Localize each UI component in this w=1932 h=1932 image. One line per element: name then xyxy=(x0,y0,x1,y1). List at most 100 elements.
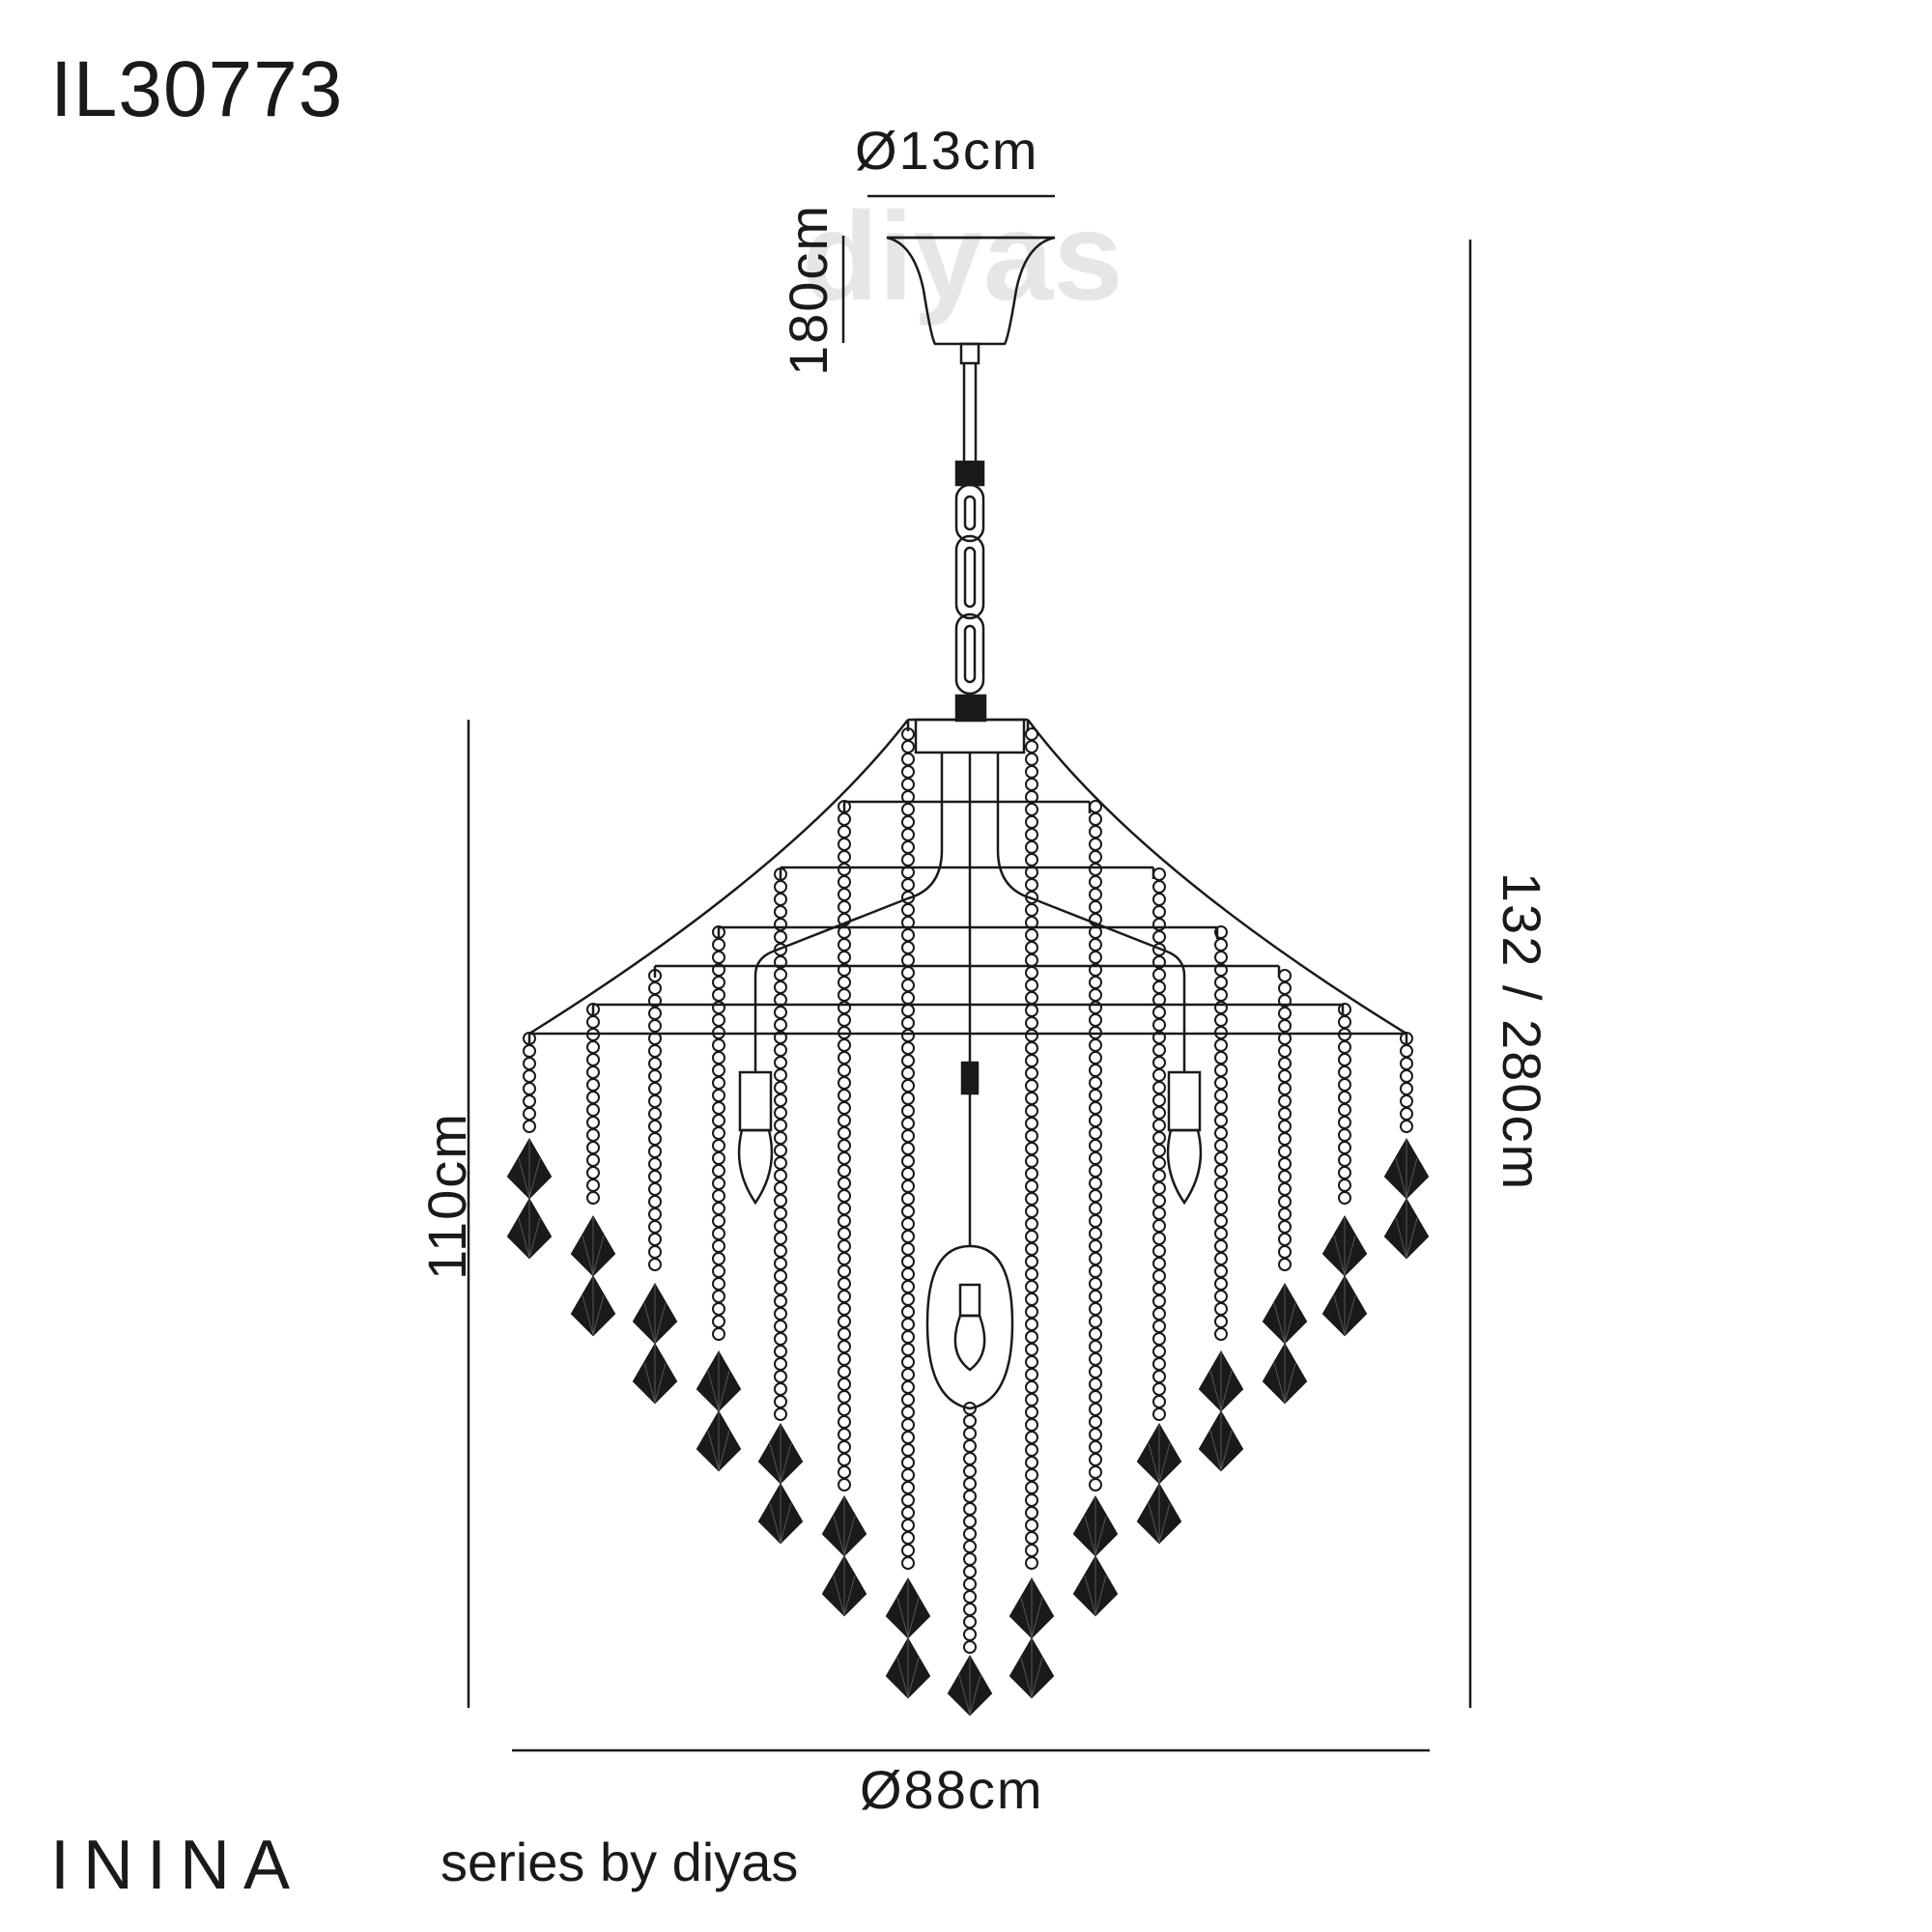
bead xyxy=(1214,1239,1228,1253)
crystal-facet xyxy=(1209,1412,1233,1471)
bead xyxy=(838,988,851,1002)
bead xyxy=(648,1057,662,1070)
bead xyxy=(1338,1166,1351,1179)
bead xyxy=(1025,1079,1038,1093)
chandelier-fixture xyxy=(527,236,1408,1410)
bead xyxy=(1025,1393,1038,1406)
bead-strand xyxy=(1009,727,1055,1699)
bead xyxy=(1214,1302,1228,1316)
bead xyxy=(712,1189,725,1203)
bead xyxy=(774,1395,787,1408)
bead xyxy=(838,1164,851,1178)
bead xyxy=(774,1232,787,1245)
bead xyxy=(901,903,915,917)
bead xyxy=(712,976,725,989)
bead xyxy=(963,1527,977,1541)
bead xyxy=(901,1418,915,1432)
bead xyxy=(586,1166,600,1179)
bead xyxy=(838,1214,851,1228)
bead xyxy=(1089,1365,1102,1378)
bead xyxy=(838,976,851,989)
bead xyxy=(901,1167,915,1180)
bead-strand xyxy=(1321,1003,1368,1337)
bead xyxy=(1089,1465,1102,1479)
bead xyxy=(1152,1181,1166,1195)
bead xyxy=(1025,1054,1038,1067)
bead xyxy=(1089,1151,1102,1165)
bead xyxy=(712,1064,725,1077)
bead xyxy=(1338,1053,1351,1066)
bead xyxy=(901,828,915,841)
center-glass-shade xyxy=(925,1244,1014,1410)
bead xyxy=(1025,966,1038,980)
bead xyxy=(901,1280,915,1293)
crystal-facet xyxy=(1148,1425,1171,1484)
bead xyxy=(1278,1170,1292,1183)
bead xyxy=(1089,1302,1102,1316)
bead xyxy=(586,1053,600,1066)
bead xyxy=(1152,1320,1166,1333)
bead xyxy=(1152,1282,1166,1295)
chain-link-inner xyxy=(963,546,977,609)
bead xyxy=(1214,1202,1228,1215)
bead xyxy=(1025,1506,1038,1520)
bead xyxy=(1152,1269,1166,1283)
bead xyxy=(1025,1004,1038,1017)
bead xyxy=(901,878,915,892)
bead xyxy=(1152,1144,1166,1157)
bead xyxy=(1152,1207,1166,1220)
bead xyxy=(963,1577,977,1591)
bead xyxy=(1338,1015,1351,1029)
bead xyxy=(1152,1232,1166,1245)
bead xyxy=(838,1139,851,1152)
bead xyxy=(1025,1305,1038,1319)
bead xyxy=(838,863,851,876)
bead xyxy=(1152,1056,1166,1069)
bead xyxy=(648,1094,662,1108)
bead-strand xyxy=(506,1032,553,1260)
crystal-facet xyxy=(1084,1557,1107,1616)
bead xyxy=(1152,1307,1166,1321)
bead xyxy=(838,838,851,851)
bead xyxy=(712,1164,725,1178)
bead xyxy=(901,1330,915,1344)
bead xyxy=(648,1195,662,1208)
bead xyxy=(1400,1057,1413,1070)
bead xyxy=(1089,1177,1102,1190)
rod-coupler xyxy=(954,460,985,487)
bead xyxy=(1089,1227,1102,1240)
bead xyxy=(1214,938,1228,952)
bead xyxy=(1025,1380,1038,1394)
bead xyxy=(712,1264,725,1278)
bead xyxy=(712,1202,725,1215)
brand-watermark: diyas xyxy=(802,185,1123,327)
candle-holder xyxy=(738,1070,773,1132)
bead xyxy=(1025,740,1038,753)
crystal-facet xyxy=(518,1200,541,1259)
bead xyxy=(1152,905,1166,919)
bead xyxy=(901,1066,915,1080)
crystal-facet xyxy=(1333,1217,1356,1276)
bead xyxy=(1089,951,1102,964)
bead xyxy=(901,1217,915,1231)
bead xyxy=(586,1141,600,1154)
bead xyxy=(1214,1151,1228,1165)
bead xyxy=(1089,1252,1102,1265)
bead xyxy=(901,1493,915,1507)
bead xyxy=(523,1082,536,1095)
bead xyxy=(838,1264,851,1278)
bead xyxy=(1025,1242,1038,1256)
bead xyxy=(586,1103,600,1117)
bead-strand xyxy=(570,1003,616,1337)
bead xyxy=(586,1040,600,1054)
bead xyxy=(1214,976,1228,989)
bead xyxy=(1214,1139,1228,1152)
bead xyxy=(1400,1069,1413,1083)
bead xyxy=(1025,953,1038,967)
bead xyxy=(1338,1191,1351,1205)
bead xyxy=(1025,778,1038,791)
bead xyxy=(1025,1029,1038,1042)
bead xyxy=(1025,1192,1038,1206)
bead xyxy=(901,1104,915,1118)
bead xyxy=(1338,1128,1351,1142)
